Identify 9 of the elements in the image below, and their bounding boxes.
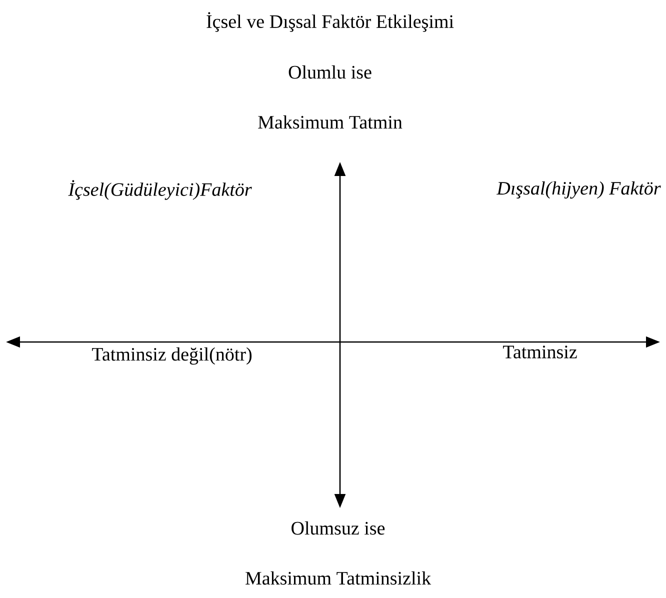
axis-label: Tatminsiz değil(nötr) <box>92 347 252 365</box>
axis-label: Maksimum Tatminsizlik <box>246 571 432 585</box>
axis-label: Olumsuz ise <box>292 521 385 535</box>
title: İçsel ve Dışsal Faktör Etkileşimi <box>206 12 454 32</box>
axis-label: Dışsal(hijyen) Faktör <box>496 181 661 199</box>
axis-label: Olumlu ise <box>288 65 372 79</box>
axis-label: Tatminsiz <box>503 346 577 358</box>
axis-label: Maksimum Tatmin <box>258 115 402 129</box>
axis-label: İçsel(Güdüleyici)Faktör <box>68 180 252 200</box>
